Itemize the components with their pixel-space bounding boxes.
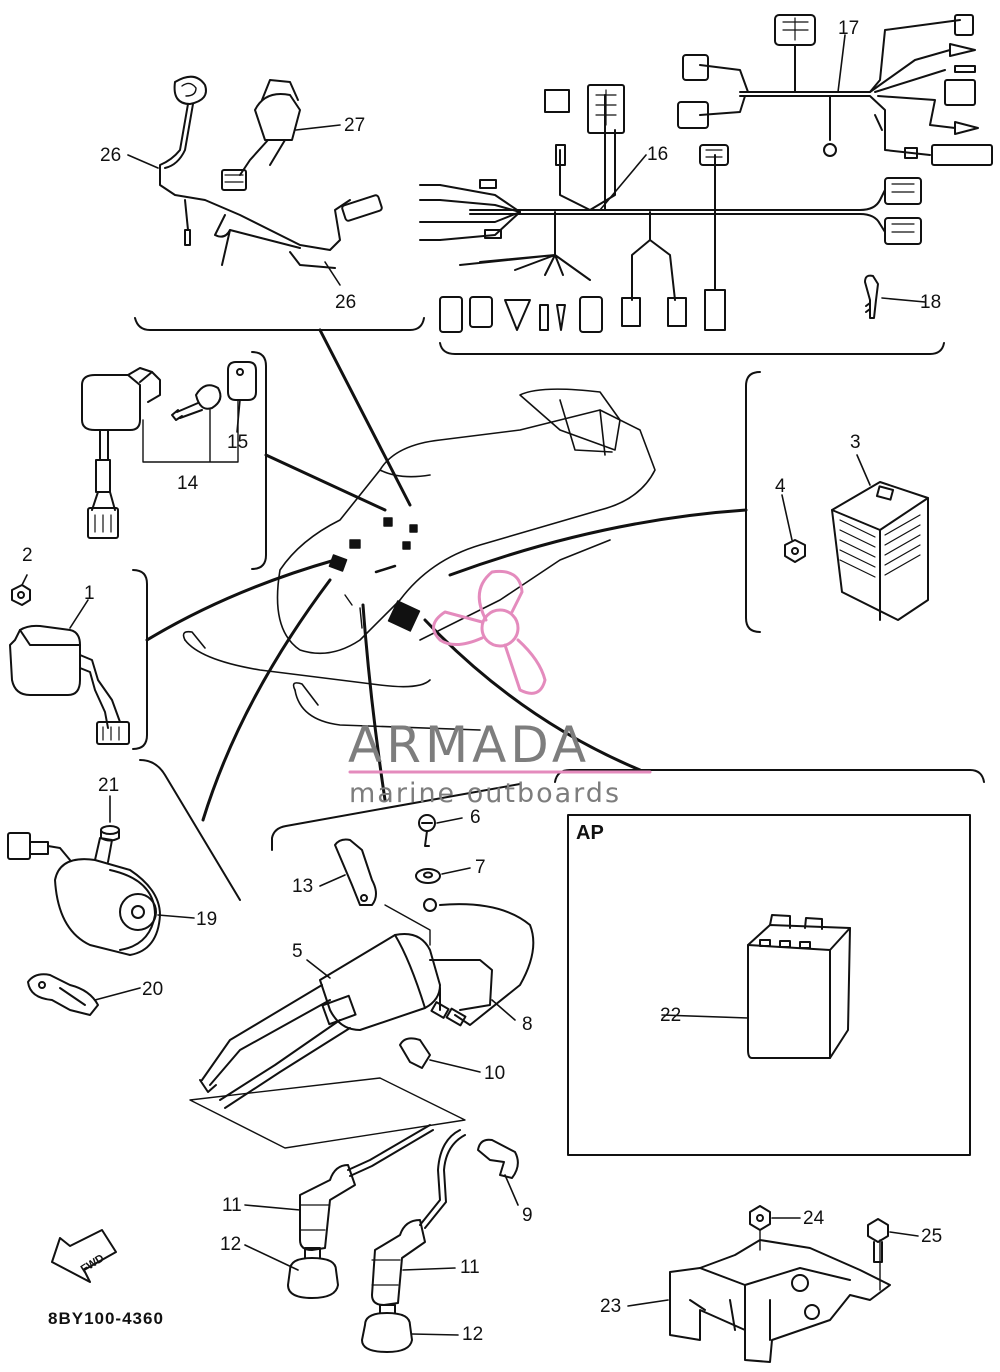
callout-27: 27 [344, 115, 366, 136]
part-7-washer [416, 869, 440, 883]
part-9-clamp [478, 1140, 518, 1178]
part-3-rectifier-regulator [832, 482, 928, 620]
part-26-lead-wire [160, 77, 383, 268]
callout-lines [22, 35, 925, 1335]
part-12-plug-boot-right [362, 1305, 412, 1352]
callout-3: 3 [850, 432, 861, 453]
callout-16: 16 [647, 144, 669, 165]
part-16-main-harness [420, 85, 921, 332]
dashed-frame-coil [190, 1078, 465, 1148]
callout-20: 20 [142, 979, 164, 1000]
bracket-ap [555, 770, 984, 782]
fwd-arrow [52, 1230, 116, 1282]
callout-9: 9 [522, 1205, 533, 1226]
callout-11-right: 11 [460, 1257, 480, 1278]
part-1-cdi-unit [10, 626, 129, 744]
part-13-band [335, 840, 376, 905]
ap-box [568, 815, 970, 1155]
callout-5: 5 [292, 941, 303, 962]
callout-21: 21 [98, 775, 120, 796]
part-5-ignition-coil [200, 934, 492, 1108]
callout-26-top: 26 [100, 145, 122, 166]
callout-2: 2 [22, 545, 33, 566]
callout-7: 7 [475, 857, 486, 878]
bracket-top-right [440, 343, 944, 354]
part-24-nut [750, 1206, 770, 1230]
callout-25: 25 [921, 1226, 943, 1247]
snowmobile-silhouette [184, 389, 655, 730]
watermark-title: ARMADA [348, 716, 591, 774]
part-11-plug-cap-left [300, 1125, 433, 1250]
leader-starter [203, 580, 330, 820]
part-10-clamp [400, 1038, 430, 1068]
callout-15: 15 [227, 432, 249, 453]
part-17-sub-harness [678, 15, 992, 165]
callout-11-left: 11 [222, 1195, 242, 1216]
part-22-battery [748, 915, 850, 1058]
leader-switch [266, 455, 385, 510]
part-25-bolt [868, 1219, 888, 1262]
bracket-rectifier [746, 372, 760, 632]
bracket-switch [252, 352, 266, 569]
callout-6: 6 [470, 807, 481, 828]
callout-22: 22 [660, 1005, 682, 1026]
part-12-plug-boot-left [288, 1248, 338, 1298]
callout-26-bottom: 26 [335, 292, 357, 313]
part-23-battery-bracket [670, 1230, 890, 1362]
part-6-screw [419, 815, 435, 846]
callout-8: 8 [522, 1014, 533, 1035]
ap-box-label: AP [576, 822, 604, 844]
snowmobile-components [329, 518, 419, 631]
leader-cdi [147, 560, 335, 640]
leader-harness-top [320, 330, 410, 505]
callout-4: 4 [775, 476, 786, 497]
callout-18: 18 [920, 292, 942, 313]
callout-17: 17 [838, 18, 860, 39]
part-11-plug-cap-right [372, 1130, 465, 1305]
callout-19: 19 [196, 909, 218, 930]
part-8-lead-wire [424, 899, 533, 1025]
callout-10: 10 [484, 1063, 506, 1084]
callout-24: 24 [803, 1208, 825, 1229]
part-15-key-tag [228, 362, 256, 400]
leader-rectifier [450, 510, 746, 575]
part-2-nut [12, 585, 30, 605]
part-18-key [865, 276, 878, 318]
part-14-main-switch [82, 368, 220, 538]
bracket-coil [272, 784, 520, 850]
part-27-connector [222, 80, 300, 190]
part-4-nut [785, 540, 805, 562]
callout-1: 1 [84, 583, 95, 604]
part-21-cap [101, 826, 119, 841]
part-20-clamp [28, 974, 98, 1015]
diagram-code: 8BY100-4360 [48, 1309, 164, 1328]
group-bracket-14 [143, 400, 238, 462]
bracket-starter [140, 760, 240, 900]
callout-12-left: 12 [220, 1234, 242, 1255]
watermark-subtitle: marine outboards [349, 778, 622, 809]
callout-13: 13 [292, 876, 314, 897]
bracket-cdi [133, 570, 147, 749]
bracket-top-left [135, 318, 424, 330]
callout-14: 14 [177, 473, 199, 494]
part-19-starter-motor [8, 833, 160, 955]
dashed-leader-13 [385, 905, 430, 945]
callout-23: 23 [600, 1296, 622, 1317]
leader-coil [363, 605, 385, 800]
watermark-propeller-icon [434, 571, 545, 693]
callout-12-right: 12 [462, 1324, 484, 1345]
